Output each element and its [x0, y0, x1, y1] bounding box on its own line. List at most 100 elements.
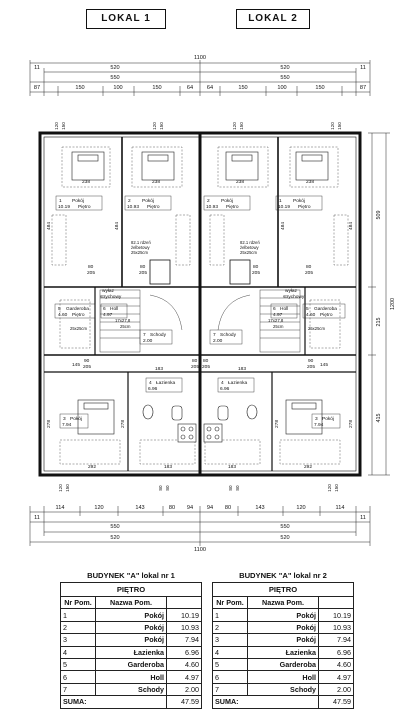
- svg-text:6.96: 6.96: [148, 386, 158, 392]
- svg-text:205: 205: [191, 364, 199, 370]
- svg-text:Schody: Schody: [150, 332, 167, 338]
- svg-text:238: 238: [236, 179, 244, 185]
- svg-text:5: 5: [58, 306, 61, 312]
- svg-text:4.60: 4.60: [58, 312, 68, 318]
- svg-text:120: 120: [232, 122, 237, 130]
- svg-text:strychowy: strychowy: [283, 294, 305, 300]
- pier-top-text: 120 150 120 150 120 150 120 150: [54, 122, 342, 130]
- lokal-1-label: LOKAL 1: [86, 9, 166, 29]
- right-dim-text: 509 215 415 1200: [376, 211, 396, 423]
- svg-text:wyłaz: wyłaz: [102, 288, 115, 294]
- svg-text:292: 292: [304, 464, 312, 470]
- svg-text:25cm: 25cm: [273, 324, 284, 329]
- svg-text:80: 80: [192, 358, 198, 364]
- svg-text:238: 238: [152, 179, 160, 185]
- svg-text:90: 90: [84, 358, 90, 364]
- svg-text:25cm: 25cm: [120, 324, 131, 329]
- svg-text:80: 80: [235, 485, 240, 491]
- svg-text:90: 90: [308, 358, 314, 364]
- svg-text:17x27,8: 17x27,8: [268, 318, 284, 323]
- svg-text:25x25cm: 25x25cm: [131, 250, 149, 255]
- svg-text:3: 3: [63, 416, 66, 422]
- table-title: BUDYNEK "A" lokal nr 2: [239, 570, 327, 580]
- svg-text:205: 205: [305, 270, 313, 276]
- svg-text:415: 415: [376, 414, 382, 423]
- svg-text:120: 120: [327, 484, 332, 492]
- svg-text:1: 1: [279, 198, 282, 204]
- svg-text:550: 550: [280, 524, 289, 530]
- svg-text:4.97: 4.97: [103, 312, 113, 318]
- dim-top-total: 1100: [194, 55, 206, 61]
- dim-top-seg-9: 87: [360, 85, 366, 91]
- svg-text:183: 183: [228, 464, 236, 470]
- svg-text:4: 4: [149, 380, 152, 386]
- svg-text:7: 7: [213, 332, 216, 338]
- svg-text:25x25cm: 25x25cm: [308, 326, 326, 331]
- dashed-fixtures: [51, 146, 349, 465]
- svg-text:80: 80: [169, 505, 175, 511]
- lokal-2-label: LOKAL 2: [236, 9, 310, 29]
- svg-text:2.00: 2.00: [213, 338, 223, 344]
- table-header-row: Nr Pom. Nazwa Pom.: [212, 595, 354, 610]
- svg-text:Pokój: Pokój: [293, 198, 305, 204]
- room-labels: 1 Pokój 10.19 Piętro 2 Pokój 10.93 Piętr…: [46, 179, 354, 470]
- svg-text:278: 278: [348, 420, 354, 428]
- svg-text:7.94: 7.94: [62, 422, 72, 428]
- svg-text:Piętro: Piętro: [147, 204, 160, 210]
- svg-text:520: 520: [110, 535, 119, 541]
- svg-text:120: 120: [54, 122, 59, 130]
- svg-text:Piętro: Piętro: [320, 312, 333, 318]
- svg-text:484: 484: [46, 222, 52, 230]
- svg-text:wyłaz: wyłaz: [285, 288, 298, 294]
- svg-text:Holl: Holl: [110, 306, 118, 312]
- svg-text:94: 94: [187, 505, 193, 511]
- svg-text:Piętro: Piętro: [298, 204, 311, 210]
- dim-top-seg-5: 64: [207, 85, 213, 91]
- svg-text:120: 120: [296, 505, 305, 511]
- svg-text:150: 150: [159, 122, 164, 130]
- svg-text:80: 80: [165, 485, 170, 491]
- svg-text:278: 278: [120, 420, 126, 428]
- svg-text:5: 5: [306, 306, 309, 312]
- svg-text:120: 120: [330, 122, 335, 130]
- svg-text:80: 80: [88, 264, 94, 270]
- table-subtitle: PIĘTRO: [212, 582, 354, 597]
- svg-text:Pokój: Pokój: [70, 416, 82, 422]
- svg-text:183: 183: [155, 366, 163, 372]
- svg-text:82.1 rdzeń: 82.1 rdzeń: [240, 240, 260, 245]
- svg-text:509: 509: [376, 211, 382, 220]
- table-sum-row: SUMA:47.59: [212, 695, 354, 709]
- table-title: BUDYNEK "A" lokal nr 1: [87, 570, 175, 580]
- svg-text:550: 550: [110, 524, 119, 530]
- svg-text:484: 484: [348, 222, 354, 230]
- right-dimensions: [368, 132, 390, 476]
- svg-text:4.97: 4.97: [273, 312, 283, 318]
- svg-text:1200: 1200: [390, 298, 396, 310]
- svg-text:205: 205: [252, 270, 260, 276]
- svg-text:4.60: 4.60: [306, 312, 316, 318]
- svg-text:150: 150: [334, 484, 339, 492]
- svg-text:150: 150: [239, 122, 244, 130]
- svg-text:Pokój: Pokój: [142, 198, 154, 204]
- svg-text:80: 80: [203, 358, 209, 364]
- svg-text:11: 11: [360, 515, 366, 521]
- svg-text:Piętro: Piętro: [78, 204, 91, 210]
- svg-text:1100: 1100: [194, 547, 206, 553]
- svg-text:205: 205: [139, 270, 147, 276]
- svg-text:292: 292: [88, 464, 96, 470]
- svg-text:4: 4: [221, 380, 224, 386]
- svg-text:11: 11: [34, 515, 40, 521]
- svg-text:strychowy: strychowy: [100, 294, 122, 300]
- svg-text:10.19: 10.19: [278, 204, 290, 210]
- svg-text:Pokój: Pokój: [72, 198, 84, 204]
- svg-text:484: 484: [280, 222, 286, 230]
